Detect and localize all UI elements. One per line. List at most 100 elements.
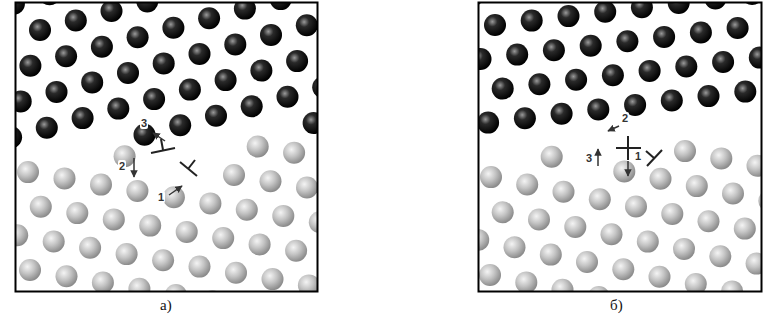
atom <box>126 180 148 202</box>
atom <box>734 218 756 240</box>
atom <box>727 17 749 39</box>
atom <box>43 231 65 253</box>
atom <box>631 3 653 18</box>
atom <box>285 240 307 262</box>
atom <box>580 35 602 57</box>
atom <box>543 39 565 61</box>
panel-frame <box>479 3 762 292</box>
atom <box>309 211 317 233</box>
atom <box>79 237 101 259</box>
atom <box>686 175 708 197</box>
atom <box>749 47 761 69</box>
atom <box>103 208 125 230</box>
atom <box>673 238 695 260</box>
atom <box>16 126 22 148</box>
atom <box>637 231 659 253</box>
atom <box>16 90 32 112</box>
atom <box>236 199 258 221</box>
atom <box>92 272 114 292</box>
atom <box>101 3 123 22</box>
atom <box>479 3 484 6</box>
atom <box>224 33 246 55</box>
atom <box>169 114 191 136</box>
callout-number: 3 <box>585 152 593 164</box>
atom <box>564 216 586 238</box>
atom <box>212 227 234 249</box>
atom <box>81 71 103 93</box>
atom <box>661 203 683 225</box>
atom <box>602 64 624 86</box>
atom <box>650 168 672 190</box>
atom <box>576 251 598 273</box>
atom <box>90 174 112 196</box>
atom <box>262 268 284 290</box>
atom <box>710 147 732 169</box>
atom <box>675 56 697 78</box>
atom <box>176 221 198 243</box>
atom <box>19 259 41 281</box>
callout-number: 1 <box>634 150 642 162</box>
atom <box>504 236 526 258</box>
atom <box>249 233 271 255</box>
atom <box>179 79 201 101</box>
callout-number: 2 <box>621 112 629 124</box>
atom <box>587 98 609 120</box>
atom <box>56 265 78 287</box>
atom <box>136 3 158 13</box>
atom <box>589 188 611 210</box>
atom <box>30 196 52 218</box>
atom <box>639 60 661 82</box>
panel-label: а) <box>160 297 172 313</box>
atom <box>296 177 317 199</box>
atom <box>272 205 294 227</box>
atom <box>312 76 317 98</box>
dislocation-symbol <box>616 136 662 166</box>
atom <box>205 105 227 127</box>
atom <box>66 202 88 224</box>
atom <box>685 273 707 291</box>
atom <box>668 3 690 14</box>
atom <box>516 174 538 196</box>
atom <box>303 112 317 134</box>
atom <box>721 280 743 291</box>
atom <box>189 256 211 278</box>
atom <box>162 17 184 39</box>
atom <box>189 43 211 65</box>
atom <box>521 10 543 32</box>
atom <box>163 186 185 208</box>
atom <box>165 284 187 291</box>
atom <box>480 166 502 188</box>
panel-frame <box>16 3 318 292</box>
atom <box>613 160 635 182</box>
atom <box>296 14 317 36</box>
atoms-panel-a <box>16 3 317 291</box>
atom <box>698 85 720 107</box>
atom <box>54 167 76 189</box>
atom <box>55 45 77 67</box>
callout-number: 3 <box>140 117 148 129</box>
atom <box>128 278 150 291</box>
atom <box>215 69 237 91</box>
atom <box>594 3 616 23</box>
atoms-panel-b <box>479 3 761 291</box>
atom <box>223 164 245 186</box>
panel-label: б) <box>610 297 623 313</box>
atom <box>649 266 671 288</box>
atom <box>36 117 58 139</box>
atom <box>601 223 623 245</box>
atom <box>704 3 726 9</box>
atom <box>16 3 25 15</box>
atom <box>225 262 247 284</box>
atom <box>152 249 174 271</box>
atom <box>250 60 272 82</box>
atom <box>479 112 499 134</box>
atom <box>107 98 129 120</box>
atom <box>540 244 562 266</box>
atom <box>492 78 514 100</box>
atom <box>479 264 501 286</box>
atom <box>479 229 489 251</box>
atom <box>72 107 94 129</box>
displacement-arrow <box>598 126 628 176</box>
atom <box>558 5 580 27</box>
